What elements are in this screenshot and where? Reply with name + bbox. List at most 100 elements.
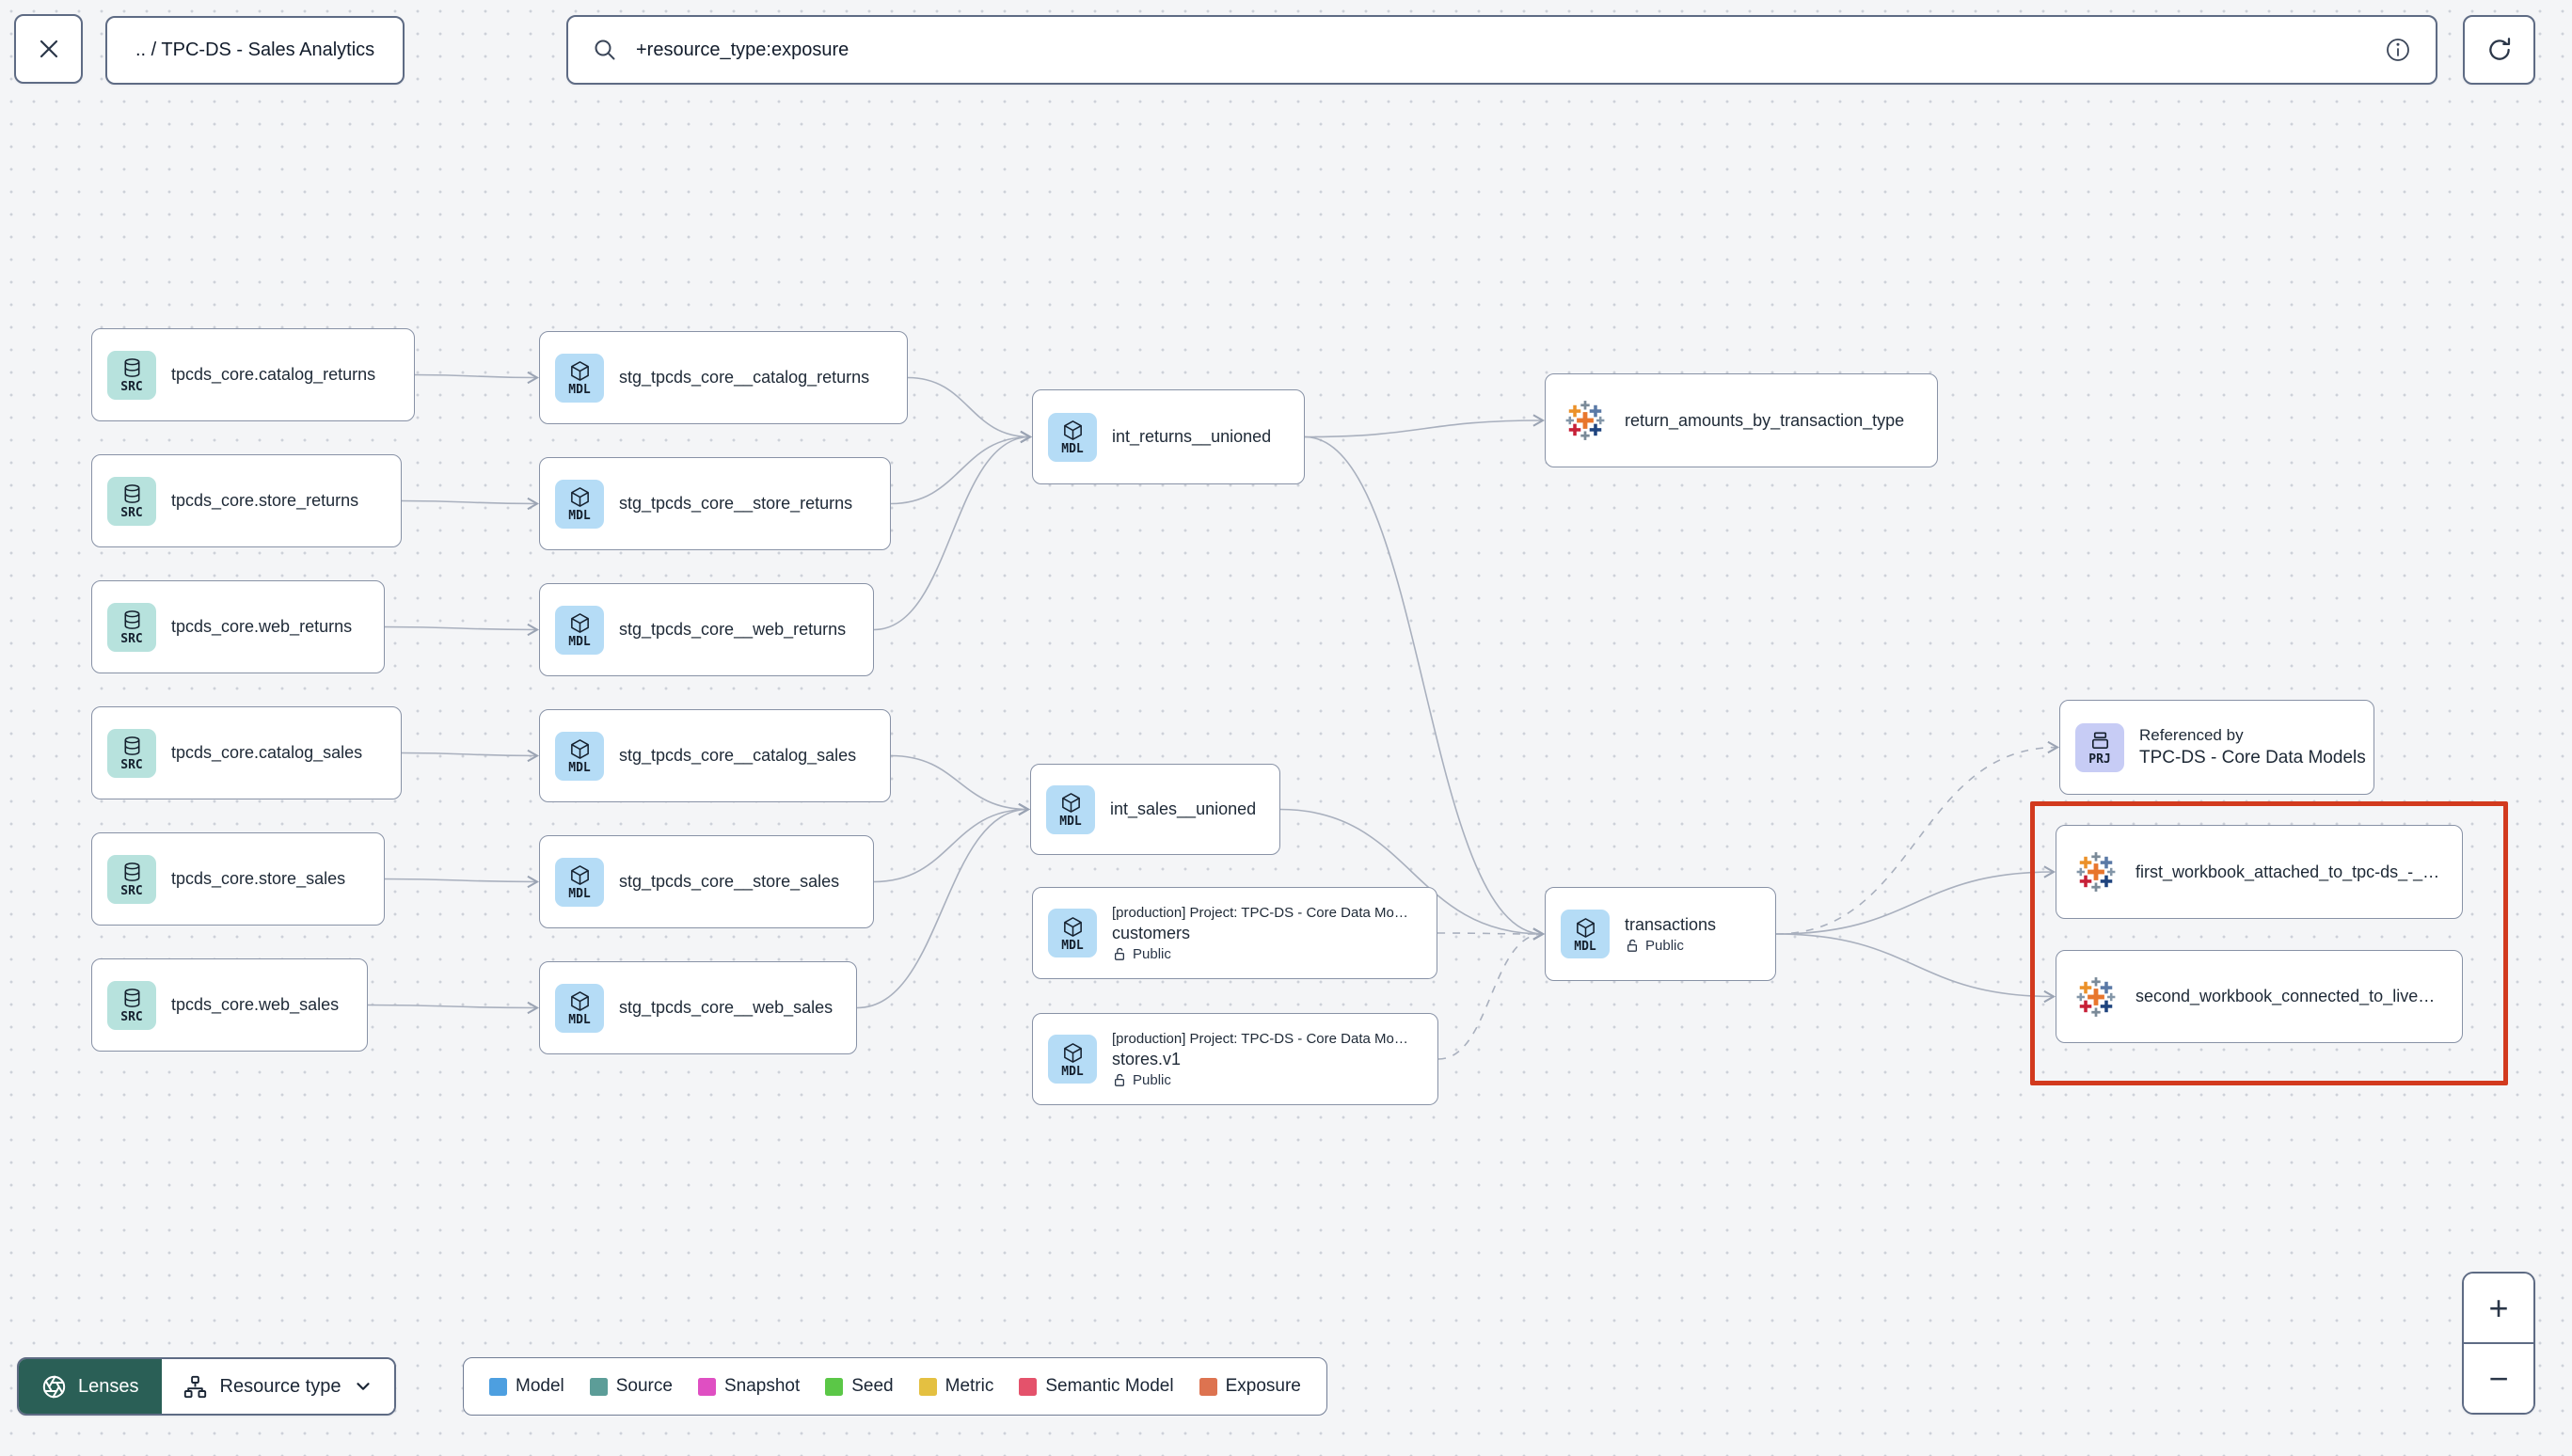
close-icon: [40, 40, 57, 58]
breadcrumb[interactable]: .. / TPC-DS - Sales Analytics: [105, 16, 405, 85]
zoom-out-button[interactable]: −: [2464, 1344, 2533, 1413]
node-stores[interactable]: MDL[production] Project: TPC-DS - Core D…: [1032, 1013, 1438, 1105]
model-cube-icon: [570, 613, 589, 633]
legend-color-chip: [1019, 1377, 1038, 1396]
edge-transactions-to-exp_second: [1775, 933, 2056, 1004]
node-exp_first[interactable]: first_workbook_attached_to_tpc-ds_-_…: [2056, 825, 2463, 919]
node-customers[interactable]: MDL[production] Project: TPC-DS - Core D…: [1032, 887, 1437, 979]
database-icon: [124, 358, 139, 377]
model-badge: MDL: [1048, 412, 1097, 462]
node-stg_catalog_returns[interactable]: MDL stg_tpcds_core__catalog_returns: [539, 331, 908, 424]
edge-src_catalog_returns-to-stg_catalog_returns: [414, 371, 540, 385]
node-exp_second[interactable]: second_workbook_connected_to_live…: [2056, 950, 2463, 1043]
refresh-icon: [2488, 38, 2510, 60]
edge-src_store_sales-to-stg_store_sales: [384, 875, 540, 889]
source-badge: SRC: [107, 476, 156, 526]
model-badge: MDL: [1046, 784, 1095, 834]
edge-transactions-to-exp_first: [1775, 865, 2056, 935]
node-title: stg_tpcds_core__store_returns: [619, 494, 853, 513]
model-cube-icon: [1061, 793, 1080, 813]
database-icon: [124, 610, 139, 629]
legend-label: Metric: [945, 1376, 994, 1396]
lenses-button[interactable]: Lenses: [19, 1359, 162, 1414]
legend-item-semantic-model: Semantic Model: [1019, 1376, 1174, 1397]
zoom-in-button[interactable]: +: [2464, 1274, 2533, 1344]
node-visibility: Public: [1112, 946, 1408, 962]
edge-stg_web_sales-to-int_sales: [856, 802, 1031, 1009]
node-title: TPC-DS - Core Data Models: [2139, 748, 2366, 768]
model-badge: MDL: [555, 353, 604, 403]
node-title: stg_tpcds_core__catalog_returns: [619, 368, 870, 387]
node-stg_store_returns[interactable]: MDL stg_tpcds_core__store_returns: [539, 457, 891, 550]
legend-color-chip: [489, 1377, 507, 1396]
node-title: stores.v1: [1112, 1049, 1182, 1068]
node-exp_return_amounts[interactable]: return_amounts_by_transaction_type: [1545, 373, 1938, 467]
node-title: transactions: [1625, 914, 1717, 934]
node-src_store_returns[interactable]: SRC tpcds_core.store_returns: [91, 454, 402, 547]
node-title: stg_tpcds_core__catalog_sales: [619, 746, 857, 765]
zoom-controls: + −: [2462, 1272, 2535, 1415]
database-icon: [124, 484, 139, 503]
edge-transactions-to-prj_ref: [1775, 740, 2060, 935]
node-visibility: Public: [1625, 938, 1716, 954]
info-icon[interactable]: [2383, 35, 2413, 65]
legend-item-snapshot: Snapshot: [697, 1376, 801, 1397]
node-title: return_amounts_by_transaction_type: [1625, 410, 1905, 430]
model-cube-icon: [1063, 916, 1082, 937]
public-lock-icon: [1627, 939, 1638, 952]
node-stg_catalog_sales[interactable]: MDL stg_tpcds_core__catalog_sales: [539, 709, 891, 802]
search-bar: [566, 15, 2437, 85]
model-badge: MDL: [555, 857, 604, 907]
model-cube-icon: [570, 865, 589, 885]
resource-type-icon: [183, 1375, 206, 1398]
node-title: tpcds_core.store_returns: [171, 491, 359, 510]
node-title: first_workbook_attached_to_tpc-ds_-_…: [2135, 862, 2440, 881]
model-cube-icon: [1063, 1042, 1082, 1063]
legend-item-source: Source: [589, 1376, 673, 1397]
edge-int_returns-to-exp_return_amounts: [1304, 414, 1546, 438]
legend-label: Model: [516, 1376, 564, 1396]
model-cube-icon: [570, 739, 589, 759]
resource-type-button[interactable]: Resource type: [161, 1359, 395, 1414]
tableau-icon: [2076, 852, 2116, 892]
model-badge: MDL: [555, 731, 604, 781]
legend-label: Source: [615, 1376, 673, 1396]
legend-label: Snapshot: [723, 1376, 801, 1396]
tableau-icon: [1565, 401, 1605, 440]
close-button[interactable]: [14, 14, 83, 84]
source-badge: SRC: [107, 350, 156, 400]
legend-color-chip: [589, 1377, 608, 1396]
database-icon: [124, 989, 139, 1007]
refresh-button[interactable]: [2463, 15, 2535, 85]
edge-src_store_returns-to-stg_store_returns: [401, 497, 540, 511]
node-title: tpcds_core.catalog_returns: [171, 365, 376, 384]
public-lock-icon: [1114, 1073, 1125, 1086]
legend-label: Exposure: [1225, 1376, 1301, 1396]
project-badge: PRJ: [2075, 722, 2124, 772]
node-title: tpcds_core.web_returns: [171, 617, 353, 636]
node-title: tpcds_core.store_sales: [171, 869, 346, 888]
search-input[interactable]: [634, 38, 2368, 62]
node-title: stg_tpcds_core__store_sales: [619, 872, 840, 891]
node-int_sales[interactable]: MDL int_sales__unioned: [1030, 764, 1280, 855]
node-stg_store_sales[interactable]: MDL stg_tpcds_core__store_sales: [539, 835, 874, 928]
legend-item-seed: Seed: [825, 1376, 894, 1397]
legend-item-metric: Metric: [918, 1376, 994, 1397]
legend-color-chip: [697, 1377, 716, 1396]
database-icon: [124, 863, 139, 881]
node-title: int_sales__unioned: [1110, 799, 1257, 818]
node-src_catalog_returns[interactable]: SRC tpcds_core.catalog_returns: [91, 328, 415, 421]
model-badge: MDL: [555, 479, 604, 529]
lenses-label: Lenses: [78, 1375, 139, 1397]
legend-label: Seed: [851, 1376, 894, 1396]
